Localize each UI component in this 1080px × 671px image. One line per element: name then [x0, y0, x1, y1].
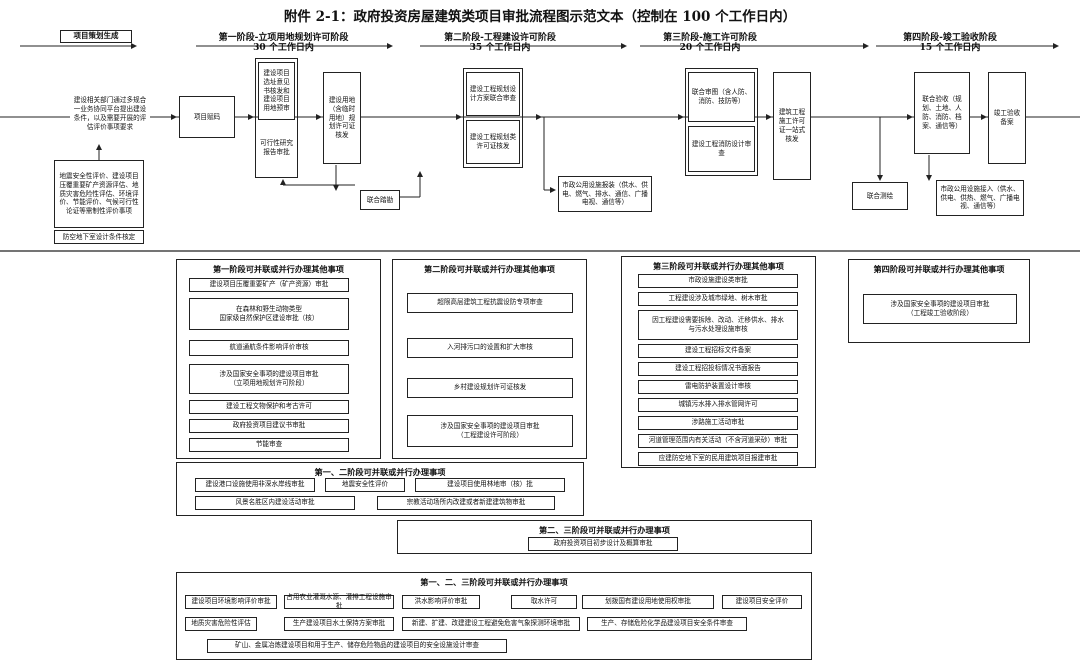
stage4-parallel-item: 涉及国家安全事项的建设项目审批 （工程竣工验收阶段） — [863, 294, 1017, 324]
stage1-days: 30 个工作日内 — [253, 42, 314, 53]
project-planning-label: 项目策划生成 — [60, 30, 132, 43]
planning-permit-box: 建设工程规划类许可证核发 — [466, 120, 520, 164]
stage2-header: 第二阶段-工程建设许可阶段 35 个工作日内 — [425, 33, 575, 54]
stage123-parallel-item: 取水许可 — [511, 595, 577, 609]
stage2-parallel-item: 超限高层建筑工程抗震设防专项审查 — [407, 293, 573, 313]
stage123-parallel-item: 洪水影响评价审批 — [402, 595, 480, 609]
stage4-days: 15 个工作日内 — [919, 42, 981, 53]
feasibility-box: 可行性研究报告审批 — [258, 122, 295, 174]
joint-drawing-review-box: 联合审图（含人防、消防、技防等） — [688, 72, 755, 122]
stage2-group — [463, 68, 523, 168]
stage1-parallel-title: 第一阶段可并联或并行办理其他事项 — [212, 264, 344, 274]
stage1-parallel-section: 第一阶段可并联或并行办理其他事项 建设项目压覆重要矿产（矿产资源）审批 在森林和… — [176, 259, 381, 459]
stage3-group — [685, 68, 758, 176]
stage1-parallel-item: 航道通航条件影响评价审核 — [189, 340, 349, 356]
stage123-parallel-item: 建设项目环境影响评价审批 — [185, 595, 277, 609]
stage2-parallel-item: 入河排污口的设置和扩大审核 — [407, 338, 573, 358]
stage1-parallel-item: 在森林和野生动物类型 国家级自然保护区建设审批（核） — [189, 298, 349, 330]
site-selection-box: 建设项目选址意见书核发和建设项目用地预审 — [258, 62, 295, 120]
stage1-parallel-item: 涉及国家安全事项的建设项目审批 （立项用地规划许可阶段） — [189, 364, 349, 394]
stage123-parallel-item: 生产建设项目水土保持方案审批 — [284, 617, 394, 631]
stage2-name: 第二阶段-工程建设许可阶段 — [444, 33, 556, 43]
stage3-parallel-section: 第三阶段可并联或并行办理其他事项 市政设施建设类审批 工程建设涉及城市绿地、树木… — [621, 256, 816, 468]
stage3-parallel-item: 河道管理范围内有关活动（不含河道采砂）审批 — [638, 434, 798, 448]
stage3-parallel-item: 市政设施建设类审批 — [638, 274, 798, 288]
stage23-parallel-section: 第二、三阶段可并联或并行办理事项 政府投资项目初步设计及概算审批 — [397, 520, 812, 554]
stage123-parallel-title: 第一、二、三阶段可并联或并行办理事项 — [420, 577, 568, 587]
stage12-parallel-title: 第一、二阶段可并联或并行办理事项 — [314, 467, 446, 477]
stage3-parallel-item: 建设工程招投标情况书面报告 — [638, 362, 798, 376]
stage2-parallel-title: 第二阶段可并联或并行办理其他事项 — [423, 264, 555, 274]
completion-filing-box: 竣工验收备案 — [988, 72, 1026, 164]
stage3-parallel-item: 建设工程招标文件备案 — [638, 344, 798, 358]
utilities-connection-box: 市政公用设施接入（供水、供电、供热、燃气、广播电视、通信等） — [936, 180, 1024, 216]
fire-design-review-box: 建设工程消防设计审查 — [688, 126, 755, 172]
land-use-permit-box: 建设用地（含临时用地）规划许可证核发 — [323, 72, 361, 164]
stage1-header: 第一阶段-立项用地规划许可阶段 30 个工作日内 — [196, 33, 371, 54]
stage3-header: 第三阶段-施工许可阶段 20 个工作日内 — [645, 33, 775, 54]
stage123-parallel-item: 生产、存储危险化学品建设项目安全条件审查 — [587, 617, 747, 631]
joint-survey-box: 联合踏勘 — [360, 190, 400, 210]
civil-air-defense-box: 防空地下室设计条件核定 — [54, 230, 144, 244]
stage3-days: 20 个工作日内 — [679, 42, 741, 53]
stage12-parallel-item: 建设项目使用林地审（核）批 — [415, 478, 565, 492]
stage123-parallel-item: 矿山、金属冶炼建设项目和用于生产、储存危险物品的建设项目的安全设施设计审查 — [207, 639, 507, 653]
stage3-parallel-item: 涉路施工活动审批 — [638, 416, 798, 430]
stage123-parallel-item: 建设项目安全评价 — [722, 595, 802, 609]
plan-review-box: 建设工程规划设计方案联合审查 — [466, 72, 520, 116]
stage1-parallel-item: 建设项目压覆重要矿产（矿产资源）审批 — [189, 278, 349, 292]
stage123-parallel-section: 第一、二、三阶段可并联或并行办理事项 建设项目环境影响评价审批 占用农业灌溉水源… — [176, 572, 812, 660]
stage4-parallel-section: 第四阶段可并联或并行办理其他事项 涉及国家安全事项的建设项目审批 （工程竣工验收… — [848, 259, 1030, 343]
stage2-parallel-section: 第二阶段可并联或并行办理其他事项 超限高层建筑工程抗震设防专项审查 入河排污口的… — [392, 259, 587, 459]
evaluations-box: 地震安全性评价、建设项目压覆重要矿产资源评估、地质灾害危险性评估、环境评价、节能… — [54, 160, 144, 228]
stage1-name: 第一阶段-立项用地规划许可阶段 — [218, 33, 349, 43]
stage123-parallel-item: 地质灾害危险性评估 — [185, 617, 257, 631]
stage123-parallel-item: 划拨国有建设用地使用权审批 — [582, 595, 714, 609]
project-code-box: 项目赋码 — [179, 96, 235, 138]
stage3-parallel-item: 工程建设涉及城市绿地、树木审批 — [638, 292, 798, 306]
joint-mapping-box: 联合测绘 — [852, 182, 908, 210]
stage3-parallel-item: 因工程建设需要拆除、改动、迁移供水、排水 与污水处理设施审核 — [638, 310, 798, 340]
stage4-header: 第四阶段-竣工验收阶段 15 个工作日内 — [880, 33, 1020, 54]
stage3-parallel-item: 城镇污水排入排水管网许可 — [638, 398, 798, 412]
joint-acceptance-box: 联合验收（规划、土地、人防、消防、档案、通信等） — [914, 72, 970, 154]
stage1-parallel-item: 建设工程文物保护和考古许可 — [189, 400, 349, 414]
stage2-parallel-item: 乡村建设规划许可证核发 — [407, 378, 573, 398]
construction-permit-box: 建筑工程施工许可证一站式核发 — [773, 72, 811, 180]
stage4-parallel-title: 第四阶段可并联或并行办理其他事项 — [873, 264, 1005, 274]
stage23-parallel-item: 政府投资项目初步设计及概算审批 — [528, 537, 678, 551]
stage123-parallel-item: 占用农业灌溉水源、灌排工程设施审批 — [284, 593, 394, 610]
stage12-parallel-item: 宗教活动场所内改建或者新建建筑物审批 — [377, 496, 555, 510]
document-title: 附件 2-1：政府投资房屋建筑类项目审批流程图示范文本（控制在 100 个工作日… — [283, 9, 797, 25]
stage3-parallel-item: 应建防空地下室的民用建筑项目报建审批 — [638, 452, 798, 466]
stage123-parallel-item: 新建、扩建、改建建设工程避免危害气象探测环境审批 — [402, 617, 580, 631]
stage3-parallel-title: 第三阶段可并联或并行办理其他事项 — [652, 261, 784, 271]
stage3-parallel-item: 雷电防护装置设计审核 — [638, 380, 798, 394]
stage2-days: 35 个工作日内 — [469, 42, 531, 53]
stage12-parallel-item: 建设港口设施使用非深水岸线审批 — [195, 478, 315, 492]
stage4-name: 第四阶段-竣工验收阶段 — [903, 33, 997, 43]
stage3-name: 第三阶段-施工许可阶段 — [663, 33, 757, 43]
utilities-application-box: 市政公用设施报装（供水、供电、燃气、排水、通信、广播电视、通信等） — [558, 176, 652, 212]
stage1-group — [255, 58, 298, 178]
stage12-parallel-section: 第一、二阶段可并联或并行办理事项 建设港口设施使用非深水岸线审批 地震安全性评价… — [176, 462, 584, 516]
stage23-parallel-title: 第二、三阶段可并联或并行办理事项 — [538, 525, 670, 535]
stage12-parallel-item: 风景名胜区内建设活动审批 — [195, 496, 355, 510]
stage2-parallel-item: 涉及国家安全事项的建设项目审批 （工程建设许可阶段） — [407, 415, 573, 447]
stage1-parallel-item: 政府投资项目建议书审批 — [189, 419, 349, 433]
stage1-parallel-item: 节能审查 — [189, 438, 349, 452]
coordination-platform-box: 建设相关部门通过多规合一业务协同平台提出建设条件，以及需要开展的评估评价事项要求 — [70, 84, 150, 144]
stage12-parallel-item: 地震安全性评价 — [325, 478, 405, 492]
